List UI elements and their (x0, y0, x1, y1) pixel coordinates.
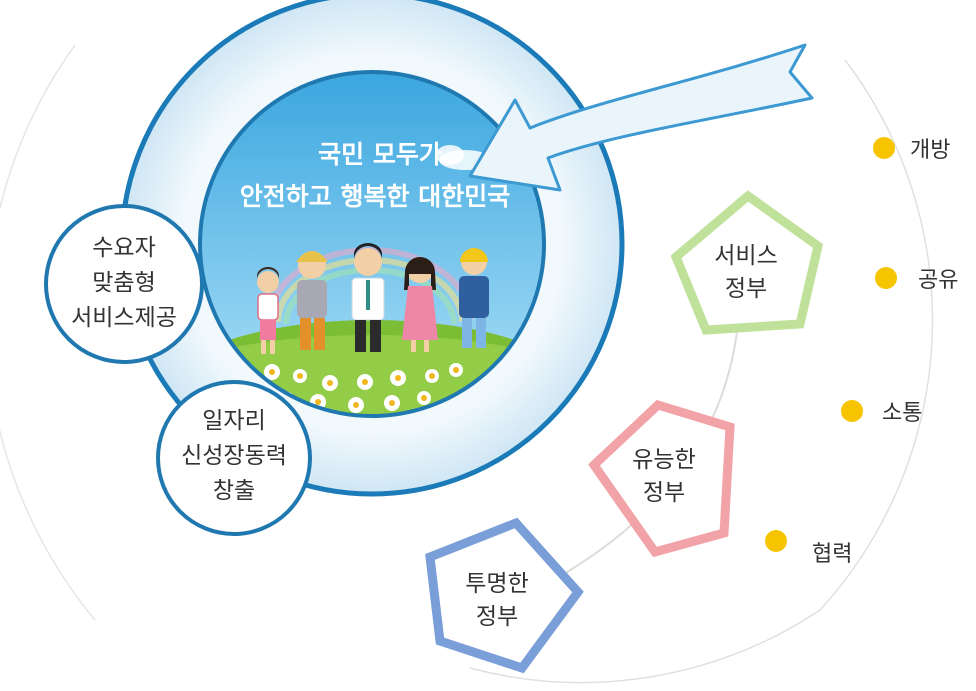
center-title-line1: 국민 모두가 (318, 140, 442, 169)
pentagon-service-line2: 정부 (725, 276, 767, 302)
value-sharing: 공유 (875, 267, 958, 293)
pentagon-transparent-government: 투명한 정부 (425, 517, 584, 674)
pentagon-capable-government: 유능한 정부 (588, 399, 735, 558)
pentagon-transparent-line2: 정부 (476, 604, 518, 630)
flowers (264, 363, 463, 413)
value-openness-label: 개방 (910, 138, 950, 163)
pentagon-service-line1: 서비스 (714, 243, 777, 269)
pentagon-capable-line1: 유능한 (632, 447, 695, 473)
value-sharing-label: 공유 (918, 268, 958, 293)
side-circle-jobs-line2: 신성장동력 (181, 443, 287, 469)
pentagon-capable-line2: 정부 (643, 480, 685, 506)
curved-arrow (468, 43, 814, 192)
value-openness: 개방 (873, 137, 950, 163)
side-circle-demand-line2: 맞춤형 (92, 270, 155, 296)
value-dot (875, 267, 897, 289)
value-communication: 소통 (841, 400, 922, 426)
side-circle-jobs: 일자리 신성장동력 창출 (156, 380, 312, 536)
side-circle-demand: 수요자 맞춤형 서비스제공 (44, 204, 204, 364)
center-scene (200, 72, 544, 416)
value-cooperation: 협력 (765, 530, 852, 567)
outer-arc-right (469, 59, 934, 684)
pentagon-service-government: 서비스 정부 (670, 190, 824, 335)
value-dot (841, 400, 863, 422)
pentagon-transparent-line1: 투명한 (465, 571, 528, 597)
value-dot (873, 137, 895, 159)
side-circle-jobs-line1: 일자리 (202, 408, 265, 434)
outer-arc (0, 44, 96, 621)
value-cooperation-label: 협력 (812, 542, 852, 567)
center-circle-border (198, 70, 546, 418)
value-communication-label: 소통 (882, 401, 922, 426)
side-circle-demand-line3: 서비스제공 (71, 305, 177, 331)
people-illustration (257, 243, 489, 354)
side-circle-demand-line1: 수요자 (92, 235, 155, 261)
side-circle-jobs-line3: 창출 (213, 478, 255, 504)
value-dot (765, 530, 787, 552)
center-title-line2: 안전하고 행복한 대한민국 (240, 182, 510, 211)
